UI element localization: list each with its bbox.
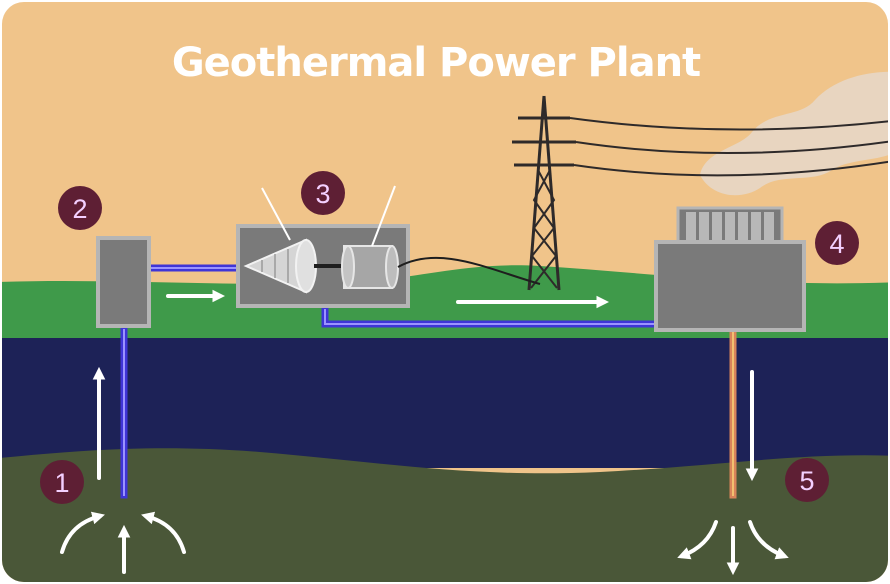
arrow-inflow-left (60, 511, 105, 554)
separator-unit (96, 236, 151, 328)
diagram-title: Geothermal Power Plant (172, 40, 701, 86)
step-number-3: 3 (315, 179, 330, 209)
step-number-5: 5 (799, 466, 814, 496)
arrow-inflow-right (141, 511, 186, 554)
step-badge-2: 2 (58, 186, 102, 230)
flow-arrows (60, 289, 789, 576)
step-number-1: 1 (54, 468, 69, 498)
condenser-unit (654, 206, 806, 332)
step-badge-4: 4 (815, 221, 859, 265)
power-tower (512, 95, 576, 291)
step-number-4: 4 (829, 229, 844, 259)
pipes (120, 264, 737, 499)
turbine-generator (236, 185, 410, 308)
step-badge-3: 3 (301, 171, 345, 215)
power-lines (569, 117, 888, 177)
power-cable (397, 256, 541, 285)
step-number-2: 2 (72, 194, 87, 224)
bedrock (2, 448, 888, 582)
arrow-outflow-right (748, 520, 789, 560)
step-badge-5: 5 (785, 458, 829, 502)
arrow-outflow-left (677, 520, 718, 560)
water-layer (2, 338, 888, 468)
steam-cloud (700, 71, 888, 196)
step-badge-1: 1 (40, 460, 84, 504)
